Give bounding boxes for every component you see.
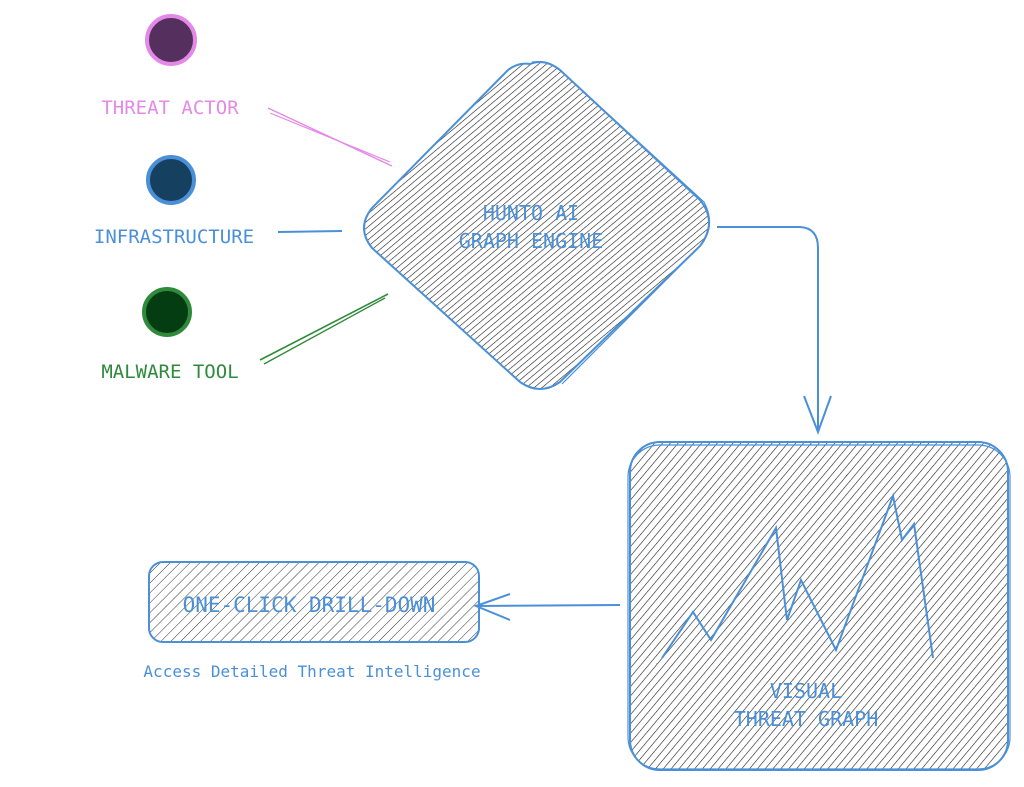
arrow-engine-to-graph [717, 226, 832, 435]
malware-tool-node[interactable] [142, 287, 192, 337]
legend-infrastructure: INFRASTRUCTURE [94, 155, 254, 248]
malware-tool-label: MALWARE TOOL [101, 361, 238, 383]
legend-threat-actor: THREAT ACTOR [101, 14, 239, 119]
infrastructure-label: INFRASTRUCTURE [94, 226, 254, 248]
threat-graph-line [661, 492, 934, 659]
arrow-graph-to-drilldown [473, 593, 621, 621]
threat-actor-node[interactable] [145, 14, 197, 66]
graph-title-line1: VISUAL [770, 679, 842, 703]
visual-threat-graph-box[interactable]: VISUAL THREAT GRAPH [627, 441, 1011, 771]
drilldown-caption: Access Detailed Threat Intelligence [143, 662, 480, 681]
engine-title-line2: GRAPH ENGINE [459, 229, 604, 253]
connector-malware-tool [259, 293, 389, 365]
graph-engine-diamond[interactable]: HUNTO AI GRAPH ENGINE [363, 61, 711, 390]
legend-malware-tool: MALWARE TOOL [101, 287, 239, 383]
threat-actor-label: THREAT ACTOR [101, 97, 239, 119]
connector-infrastructure [277, 230, 343, 233]
connector-threat-actor [267, 107, 393, 167]
graph-title-line2: THREAT GRAPH [734, 707, 879, 731]
drilldown-button[interactable]: ONE-CLICK DRILL-DOWN [148, 561, 480, 643]
drilldown-label: ONE-CLICK DRILL-DOWN [183, 593, 436, 617]
engine-title-line1: HUNTO AI [483, 201, 579, 225]
infrastructure-node[interactable] [146, 155, 196, 205]
